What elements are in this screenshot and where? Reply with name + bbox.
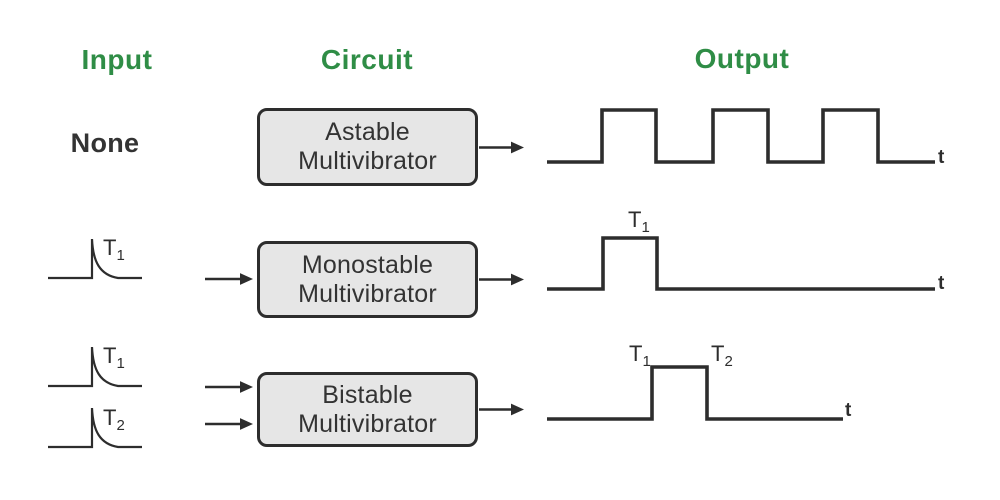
column-header-circuit: Circuit bbox=[320, 44, 414, 75]
bistable-time-axis-label: t bbox=[845, 400, 852, 421]
t1-sub: 1 bbox=[642, 353, 651, 370]
t1-base: T bbox=[628, 207, 642, 232]
arrow-lines bbox=[205, 146, 513, 426]
bistable-output-t2-label: T2 bbox=[711, 341, 733, 370]
monostable-box: Monostable Multivibrator bbox=[257, 241, 478, 318]
t2-base: T bbox=[711, 341, 725, 366]
input-trigger-pulses bbox=[48, 238, 142, 449]
bistable-trigger-pulse-2 bbox=[48, 407, 142, 449]
output-waveforms bbox=[547, 108, 935, 421]
t1-sub: 1 bbox=[116, 355, 125, 372]
astable-input-none-label: None bbox=[70, 128, 140, 158]
bistable-output-arrowhead bbox=[511, 403, 524, 416]
monostable-input-t1-label: T1 bbox=[103, 235, 125, 264]
monostable-box-line2: Multivibrator bbox=[298, 279, 437, 308]
arrow-heads bbox=[240, 141, 524, 430]
astable-output-arrowhead bbox=[511, 141, 524, 154]
t2-sub: 2 bbox=[116, 417, 125, 434]
monostable-trigger-pulse bbox=[48, 238, 142, 280]
bistable-input-arrowhead-1 bbox=[240, 381, 253, 393]
bistable-input-t1-label: T1 bbox=[103, 343, 125, 372]
astable-box: Astable Multivibrator bbox=[257, 108, 478, 186]
bistable-trigger-pulse-1 bbox=[48, 346, 142, 388]
t1-base: T bbox=[103, 343, 117, 368]
bistable-pulse-wave bbox=[547, 365, 843, 421]
astable-square-wave bbox=[547, 108, 935, 164]
t1-base: T bbox=[103, 235, 117, 260]
bistable-box-line1: Bistable bbox=[322, 380, 413, 409]
bistable-box-line2: Multivibrator bbox=[298, 409, 437, 438]
monostable-output-t1-label: T1 bbox=[628, 207, 650, 236]
monostable-output-arrowhead bbox=[511, 273, 524, 286]
column-header-input: Input bbox=[81, 44, 153, 75]
arrows bbox=[205, 141, 524, 430]
monostable-box-line1: Monostable bbox=[301, 250, 434, 279]
t1-sub: 1 bbox=[641, 219, 650, 236]
bistable-output-t1-label: T1 bbox=[629, 341, 651, 370]
column-header-output: Output bbox=[694, 43, 790, 74]
astable-box-line2: Multivibrator bbox=[298, 147, 437, 175]
monostable-single-pulse-wave bbox=[547, 236, 935, 291]
astable-time-axis-label: t bbox=[938, 147, 945, 168]
t1-sub: 1 bbox=[116, 247, 125, 264]
t2-base: T bbox=[103, 405, 117, 430]
monostable-time-axis-label: t bbox=[938, 273, 945, 294]
bistable-box: Bistable Multivibrator bbox=[257, 372, 478, 447]
t2-sub: 2 bbox=[724, 353, 733, 370]
t1-base: T bbox=[629, 341, 643, 366]
monostable-input-arrowhead bbox=[240, 273, 253, 285]
astable-box-line1: Astable bbox=[325, 118, 410, 147]
bistable-input-t2-label: T2 bbox=[103, 405, 125, 434]
bistable-input-arrowhead-2 bbox=[240, 418, 253, 430]
